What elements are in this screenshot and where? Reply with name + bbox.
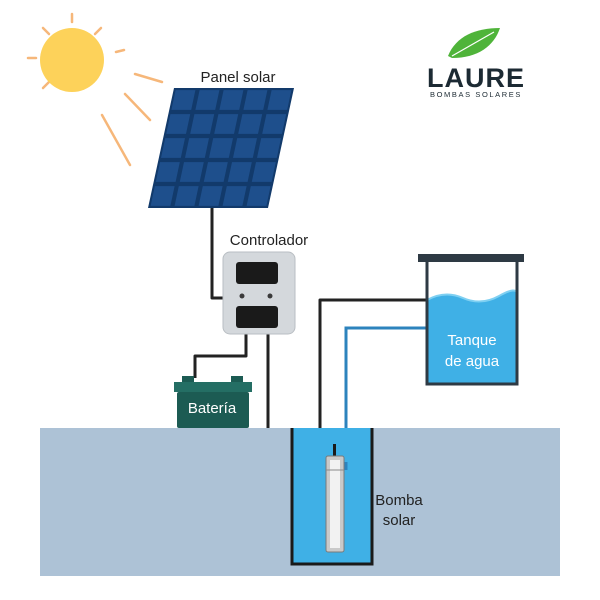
solar-cell bbox=[171, 90, 196, 110]
solar-panel-icon bbox=[148, 88, 294, 208]
solar-cell bbox=[246, 186, 271, 206]
controller-icon bbox=[222, 251, 296, 335]
logo-tagline: BOMBAS SOLARES bbox=[430, 90, 522, 99]
solar-cell bbox=[243, 90, 268, 110]
solar-cell bbox=[251, 162, 276, 182]
solar-cell bbox=[233, 138, 257, 158]
solar-cell bbox=[214, 114, 239, 134]
pump-label-line1: Bomba bbox=[375, 492, 423, 509]
logo-brand: LAURE bbox=[427, 63, 525, 93]
battery-label: Batería bbox=[188, 400, 237, 417]
solar-cell bbox=[209, 138, 233, 158]
solar-cell bbox=[222, 186, 247, 206]
controller-label: Controlador bbox=[230, 232, 308, 249]
solar-cell bbox=[262, 114, 287, 134]
water-tank-icon bbox=[418, 254, 524, 386]
solar-cell bbox=[174, 186, 199, 206]
solar-cell bbox=[161, 138, 185, 158]
solar-cell bbox=[166, 114, 191, 134]
solar-cell bbox=[238, 114, 263, 134]
solar-cell bbox=[203, 162, 228, 182]
solar-cell bbox=[185, 138, 209, 158]
solar-cell bbox=[227, 162, 252, 182]
tank-label-line1: Tanque bbox=[447, 332, 496, 349]
solar-cell bbox=[219, 90, 244, 110]
solar-cell bbox=[257, 138, 281, 158]
sun-icon bbox=[26, 12, 164, 167]
solar-cell bbox=[155, 162, 180, 182]
battery-icon bbox=[174, 376, 252, 428]
solar-cell bbox=[267, 90, 292, 110]
pump-label-line2: solar bbox=[383, 512, 416, 529]
solar-cell bbox=[198, 186, 223, 206]
solar-cell bbox=[179, 162, 204, 182]
water-pipe bbox=[344, 326, 428, 462]
leaf-logo-icon bbox=[448, 28, 500, 58]
brand-logo: LAURE BOMBAS SOLARES bbox=[427, 28, 525, 99]
tank-label-line2: de agua bbox=[445, 353, 500, 370]
submersible-pump-icon bbox=[325, 444, 345, 553]
solar-cell bbox=[190, 114, 215, 134]
solar-cell bbox=[195, 90, 220, 110]
solar-cell bbox=[150, 186, 175, 206]
panel-label: Panel solar bbox=[200, 69, 275, 86]
